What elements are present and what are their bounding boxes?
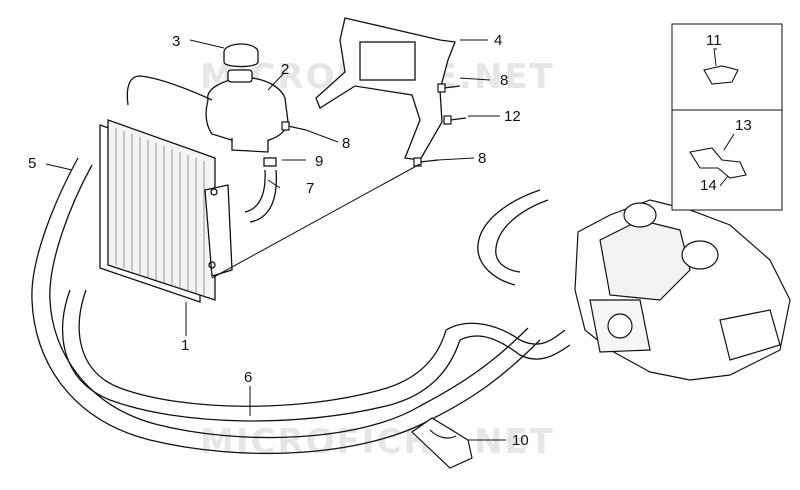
callout-8-tank: 8: [342, 135, 350, 152]
leader-lines: [45, 39, 717, 441]
expansion-tank: [205, 69, 289, 167]
tank-cap: [223, 43, 259, 68]
callout-12: 12: [504, 108, 521, 125]
mounting-bracket: [315, 17, 456, 161]
callout-5: 5: [28, 155, 36, 172]
screws: [281, 83, 467, 167]
callout-10: 10: [512, 432, 529, 449]
callout-2: 2: [281, 61, 289, 78]
callout-7: 7: [306, 180, 314, 197]
callout-13: 13: [735, 117, 752, 134]
callout-8-bracket-top: 8: [500, 72, 508, 89]
inset-box-11: [671, 23, 783, 111]
callout-1: 1: [181, 337, 189, 354]
callout-11: 11: [706, 32, 722, 49]
engine: [574, 199, 791, 381]
callout-3: 3: [172, 33, 180, 50]
callout-14: 14: [700, 177, 717, 194]
watermark-bottom: MICROFICHE.NET: [200, 422, 555, 462]
small-hose: [126, 75, 278, 223]
callout-4: 4: [494, 32, 502, 49]
radiator: [99, 119, 233, 303]
inset-box-13-14: [671, 109, 783, 211]
callout-8-bracket-bottom: 8: [478, 150, 486, 167]
hose-assembly: [31, 157, 571, 455]
callout-9: 9: [315, 153, 323, 170]
hose-clamp-10: [411, 417, 473, 469]
callout-6: 6: [244, 369, 252, 386]
